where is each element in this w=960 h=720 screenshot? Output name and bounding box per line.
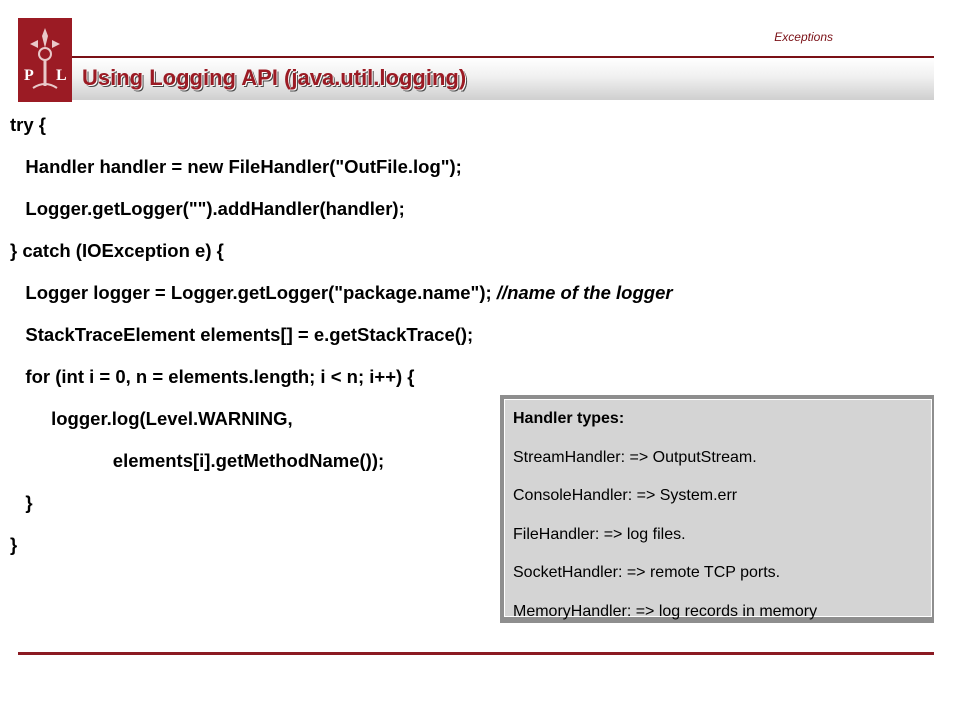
callout-item: FileHandler: => log files. [513,525,686,543]
university-logo: P L [18,18,72,102]
title-band [72,58,934,100]
code-line: logger.log(Level.WARNING, [10,408,293,429]
handler-types-callout: Handler types: StreamHandler: => OutputS… [500,395,934,623]
code-line: } catch (IOException e) { [10,240,224,261]
callout-item: ConsoleHandler: => System.err [513,487,738,505]
code-line-text: Logger logger = Logger.getLogger("packag… [10,282,497,303]
code-line: Handler handler = new FileHandler("OutFi… [10,156,462,177]
slide-title: Using Logging API (java.util.logging) [82,65,467,90]
callout-item: SocketHandler: => remote TCP ports. [513,564,781,582]
header-divider [72,56,934,58]
footer-divider [18,652,934,655]
callout-item: StreamHandler: => OutputStream. [513,448,757,466]
section-label: Exceptions [774,30,833,44]
logo-letter-l: L [56,67,67,84]
code-line: } [10,492,33,513]
code-line: } [10,534,18,555]
callout-heading: Handler types: [513,410,625,427]
code-line: try { [10,114,46,135]
code-line: for (int i = 0, n = elements.length; i <… [10,366,415,387]
code-line: elements[i].getMethodName()); [10,450,385,471]
code-line: Logger.getLogger("").addHandler(handler)… [10,198,405,219]
code-comment: //name of the logger [496,282,673,303]
logo-letter-p: P [24,67,34,84]
logo-emblem-icon: P L [18,18,72,102]
callout-box: Handler types: StreamHandler: => OutputS… [504,399,932,620]
callout-item: MemoryHandler: => log records in memory [513,602,818,620]
code-block: try { Handler handler = new FileHandler(… [10,104,910,566]
code-line: StackTraceElement elements[] = e.getStac… [10,324,474,345]
code-line-with-comment: Logger logger = Logger.getLogger("packag… [10,272,910,314]
